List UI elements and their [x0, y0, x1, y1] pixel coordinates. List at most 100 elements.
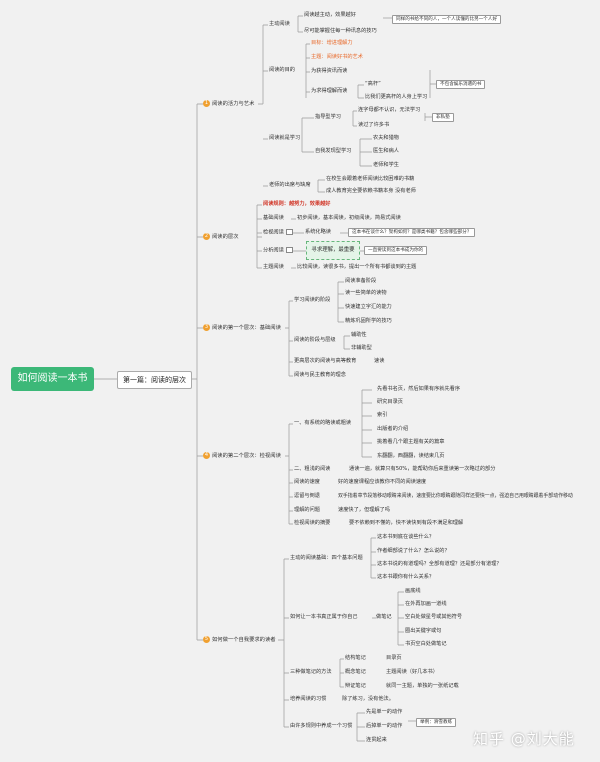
node[interactable]: 阅读准备阶段: [345, 278, 377, 284]
node[interactable]: 索引: [377, 412, 388, 418]
node[interactable]: 二、粗浅的阅读: [294, 466, 331, 472]
node[interactable]: 出版者的介绍: [377, 426, 409, 432]
node[interactable]: 农夫和猎物: [373, 135, 399, 141]
node[interactable]: 阅读越主动，效果越好: [304, 12, 356, 18]
node-teacher[interactable]: 老师的出席与缺席: [269, 182, 311, 188]
node[interactable]: 由许多规则中养成一个习惯: [290, 723, 353, 729]
node-highlight[interactable]: 目标：增进理解力: [311, 40, 353, 46]
node[interactable]: 更高层次的阅读与高等教育: [294, 358, 357, 364]
node-reading-is-learning[interactable]: 阅读就是学习: [269, 135, 301, 141]
node[interactable]: 老师和学生: [373, 162, 399, 168]
node[interactable]: 连字母都不认识，无法学习: [358, 107, 421, 113]
node[interactable]: 空白处做星号或其他符号: [405, 614, 463, 620]
note-box[interactable]: 不包含娱乐消遣的书: [436, 80, 486, 89]
node[interactable]: 这本书跟你有什么关系？: [377, 574, 435, 580]
node[interactable]: 这本书说的有道理吗？全部有道理？还是部分有道理？: [377, 561, 502, 567]
node[interactable]: 好的速度课程应该教你不同的阅读速度: [338, 479, 427, 485]
node[interactable]: 圈出关键字或句: [405, 628, 442, 634]
node[interactable]: 非辅助型: [351, 345, 372, 351]
node[interactable]: 初步阅读，基本阅读，初级阅读，简易式阅读: [297, 215, 401, 221]
node[interactable]: 通读一遍，就算只有50%，能帮助你后来重读第一次略过的部分: [349, 466, 496, 472]
node[interactable]: 速度快了，但理解了吗: [338, 507, 390, 513]
node[interactable]: 阅读的速度: [294, 479, 320, 485]
node[interactable]: 指导型学习: [315, 114, 341, 120]
node[interactable]: 尽可能掌握住每一种讯息的技巧: [304, 28, 377, 34]
node-syntopical-reading[interactable]: 主题阅读: [263, 264, 284, 270]
node[interactable]: 后掉单一的动作: [366, 723, 403, 729]
node[interactable]: 要不依赖到不懂的，快不读快到有段不满足和理解: [349, 520, 464, 526]
node[interactable]: 阅读的阶段与层级: [294, 337, 336, 343]
node[interactable]: 就同一主题，单独的一张纸记载: [386, 683, 459, 689]
node-reading-rule[interactable]: 阅读规则：越努力，效果越好: [263, 201, 331, 207]
note-box[interactable]: 这本书在谈什么？架构如何？是哪类书籍？包含哪些部分？: [348, 228, 476, 237]
node-active-reading[interactable]: 主动阅读: [269, 21, 290, 27]
node[interactable]: 这本书到底在谈些什么？: [377, 534, 435, 540]
node[interactable]: 成人教育完全要依赖书籍本身 没有老师: [326, 188, 416, 194]
chapter-label: 阅读的第二个层次：检视阅读: [212, 453, 281, 459]
node[interactable]: 辅助性: [351, 332, 367, 338]
node[interactable]: “高杆”: [365, 81, 381, 87]
node[interactable]: 比我们更高杆的人身上学习: [365, 94, 428, 100]
node[interactable]: 概念笔记: [345, 669, 366, 675]
node[interactable]: 在外再加画一道线: [405, 601, 447, 607]
node[interactable]: 除了练习，没有他法。: [342, 696, 394, 702]
node[interactable]: 连贯起来: [366, 737, 387, 743]
node[interactable]: 理解的问题: [294, 507, 320, 513]
node[interactable]: 读过了许多书: [358, 122, 390, 128]
node[interactable]: 辩证笔记: [345, 683, 366, 689]
node[interactable]: 为求得理解而读: [311, 88, 348, 94]
node[interactable]: 书页空白处做笔记: [405, 641, 447, 647]
root-node[interactable]: 如何阅读一本书: [11, 367, 94, 391]
node-highlight[interactable]: 主题：阅读好书的艺术: [311, 54, 363, 60]
node[interactable]: 读一些简单的读物: [345, 290, 387, 296]
node[interactable]: 如何让一本书真正属于你自己: [290, 614, 358, 620]
node[interactable]: 阅读与民主教育的理念: [294, 372, 346, 378]
node[interactable]: 培养阅读的习惯: [290, 696, 327, 702]
note-box[interactable]: 举例：滑雪教练: [416, 718, 457, 727]
node[interactable]: 结构笔记: [345, 655, 366, 661]
highlight-box[interactable]: 寻求理解，最重要: [306, 241, 360, 260]
node[interactable]: 系统化略读: [305, 229, 331, 235]
node-inspectional-reading[interactable]: 检视阅读: [263, 229, 293, 237]
node[interactable]: 先看书名页，然后如果有序就先看序: [377, 386, 461, 392]
node[interactable]: 作者细部说了什么？怎么说的？: [377, 548, 450, 554]
chapter-label: 阅读的第一个层次：基础阅读: [212, 325, 281, 331]
node[interactable]: 为获得资讯而读: [311, 68, 348, 74]
node[interactable]: 快速建立字汇的能力: [345, 304, 392, 310]
node[interactable]: 三种做笔记的方法: [290, 669, 332, 675]
note-box[interactable]: 一直要读到这本书成为你的: [364, 246, 428, 255]
node[interactable]: 自我发现型学习: [315, 148, 352, 154]
node[interactable]: 检视阅读的摘要: [294, 520, 331, 526]
node-analytical-reading[interactable]: 分析阅读: [263, 247, 293, 255]
node[interactable]: 逗留与倒退: [294, 493, 320, 499]
node[interactable]: 主动的阅读基础：四个基本问题: [290, 555, 363, 561]
node[interactable]: 挑着看几个跟主题有关的篇章: [377, 439, 445, 445]
node[interactable]: 一、有系统的略读或粗读: [294, 420, 352, 426]
node[interactable]: 比较阅读，读很多书，提出一个所有书都谈到的主题: [297, 264, 417, 270]
node[interactable]: 研究目录页: [377, 399, 403, 405]
node[interactable]: 医生和病人: [373, 148, 399, 154]
node[interactable]: 先是单一的动作: [366, 709, 403, 715]
node[interactable]: 东翻翻，西翻翻，读结束几页: [377, 453, 445, 459]
node[interactable]: 目录页: [386, 655, 402, 661]
node[interactable]: 学习阅读的阶段: [294, 297, 331, 303]
note-box[interactable]: 同样的书给不同的人，一个人读懂的比另一个人好: [392, 15, 502, 24]
chapter-number-badge: 4: [203, 452, 210, 459]
node[interactable]: 做笔记: [376, 614, 392, 620]
node[interactable]: 双手指着章节段落移动眼睛来阅读，速度要比你眼睛跟随同样还要快一点，强迫自己用眼睛…: [338, 493, 573, 499]
watermark: 知乎 @刘大能: [473, 730, 575, 748]
node[interactable]: 在校生会跟着老师阅读比较困难的书籍: [326, 176, 415, 182]
node[interactable]: 速读: [374, 358, 385, 364]
part-node[interactable]: 第一篇：阅读的层次: [117, 371, 192, 389]
note-box[interactable]: 非私塾: [432, 113, 454, 122]
node[interactable]: 精炼巩固所学的技巧: [345, 318, 392, 324]
node[interactable]: 画底线: [405, 588, 421, 594]
node-basic-reading[interactable]: 基础阅读: [263, 215, 284, 221]
node-reading-goal[interactable]: 阅读的目的: [269, 67, 295, 73]
node[interactable]: 主题阅读（好几本书）: [386, 669, 438, 675]
